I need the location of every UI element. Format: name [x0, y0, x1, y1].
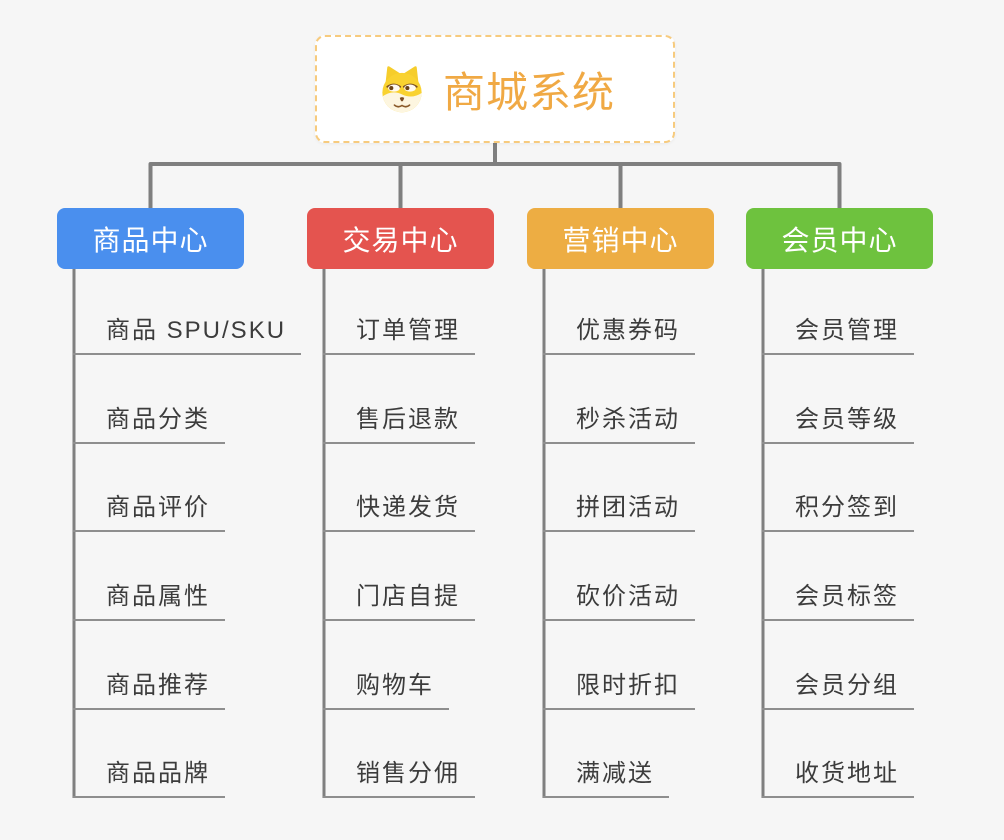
leaf-topic[interactable]: 销售分佣: [323, 758, 475, 798]
leaf-topic[interactable]: 会员标签: [762, 581, 914, 621]
leaf-topic[interactable]: 优惠券码: [543, 315, 695, 355]
leaf-topic[interactable]: 商品品牌: [73, 758, 225, 798]
leaf-topic[interactable]: 快递发货: [323, 492, 475, 532]
leaf-topic[interactable]: 商品 SPU/SKU: [73, 315, 302, 355]
leaf-topic[interactable]: 秒杀活动: [543, 404, 695, 444]
leaf-topic[interactable]: 购物车: [323, 670, 449, 710]
leaf-topic[interactable]: 积分签到: [762, 492, 914, 532]
branch-topic-4[interactable]: 会员中心: [746, 208, 933, 269]
leaf-topic[interactable]: 商品分类: [73, 404, 225, 444]
leaf-topic[interactable]: 会员等级: [762, 404, 914, 444]
leaf-topic[interactable]: 售后退款: [323, 404, 475, 444]
leaf-topic[interactable]: 商品评价: [73, 492, 225, 532]
root-topic-label: 商城系统: [442, 68, 615, 116]
branch-topic-2[interactable]: 交易中心: [307, 208, 494, 269]
leaf-topic[interactable]: 砍价活动: [543, 581, 695, 621]
leaf-topic[interactable]: 限时折扣: [543, 670, 695, 710]
leaf-topic[interactable]: 满减送: [543, 758, 669, 798]
leaf-topic[interactable]: 商品推荐: [73, 670, 225, 710]
branch-topic-3[interactable]: 营销中心: [527, 208, 714, 269]
branch-topic-1[interactable]: 商品中心: [57, 208, 244, 269]
root-topic[interactable]: 商城系统: [315, 35, 675, 143]
leaf-topic[interactable]: 商品属性: [73, 581, 225, 621]
leaf-topic[interactable]: 会员分组: [762, 670, 914, 710]
leaf-topic[interactable]: 会员管理: [762, 315, 914, 355]
leaf-topic[interactable]: 拼团活动: [543, 492, 695, 532]
leaf-topic[interactable]: 门店自提: [323, 581, 475, 621]
doge-icon: [382, 66, 422, 113]
leaf-topic[interactable]: 收货地址: [762, 758, 914, 798]
leaf-topic[interactable]: 订单管理: [323, 315, 475, 355]
